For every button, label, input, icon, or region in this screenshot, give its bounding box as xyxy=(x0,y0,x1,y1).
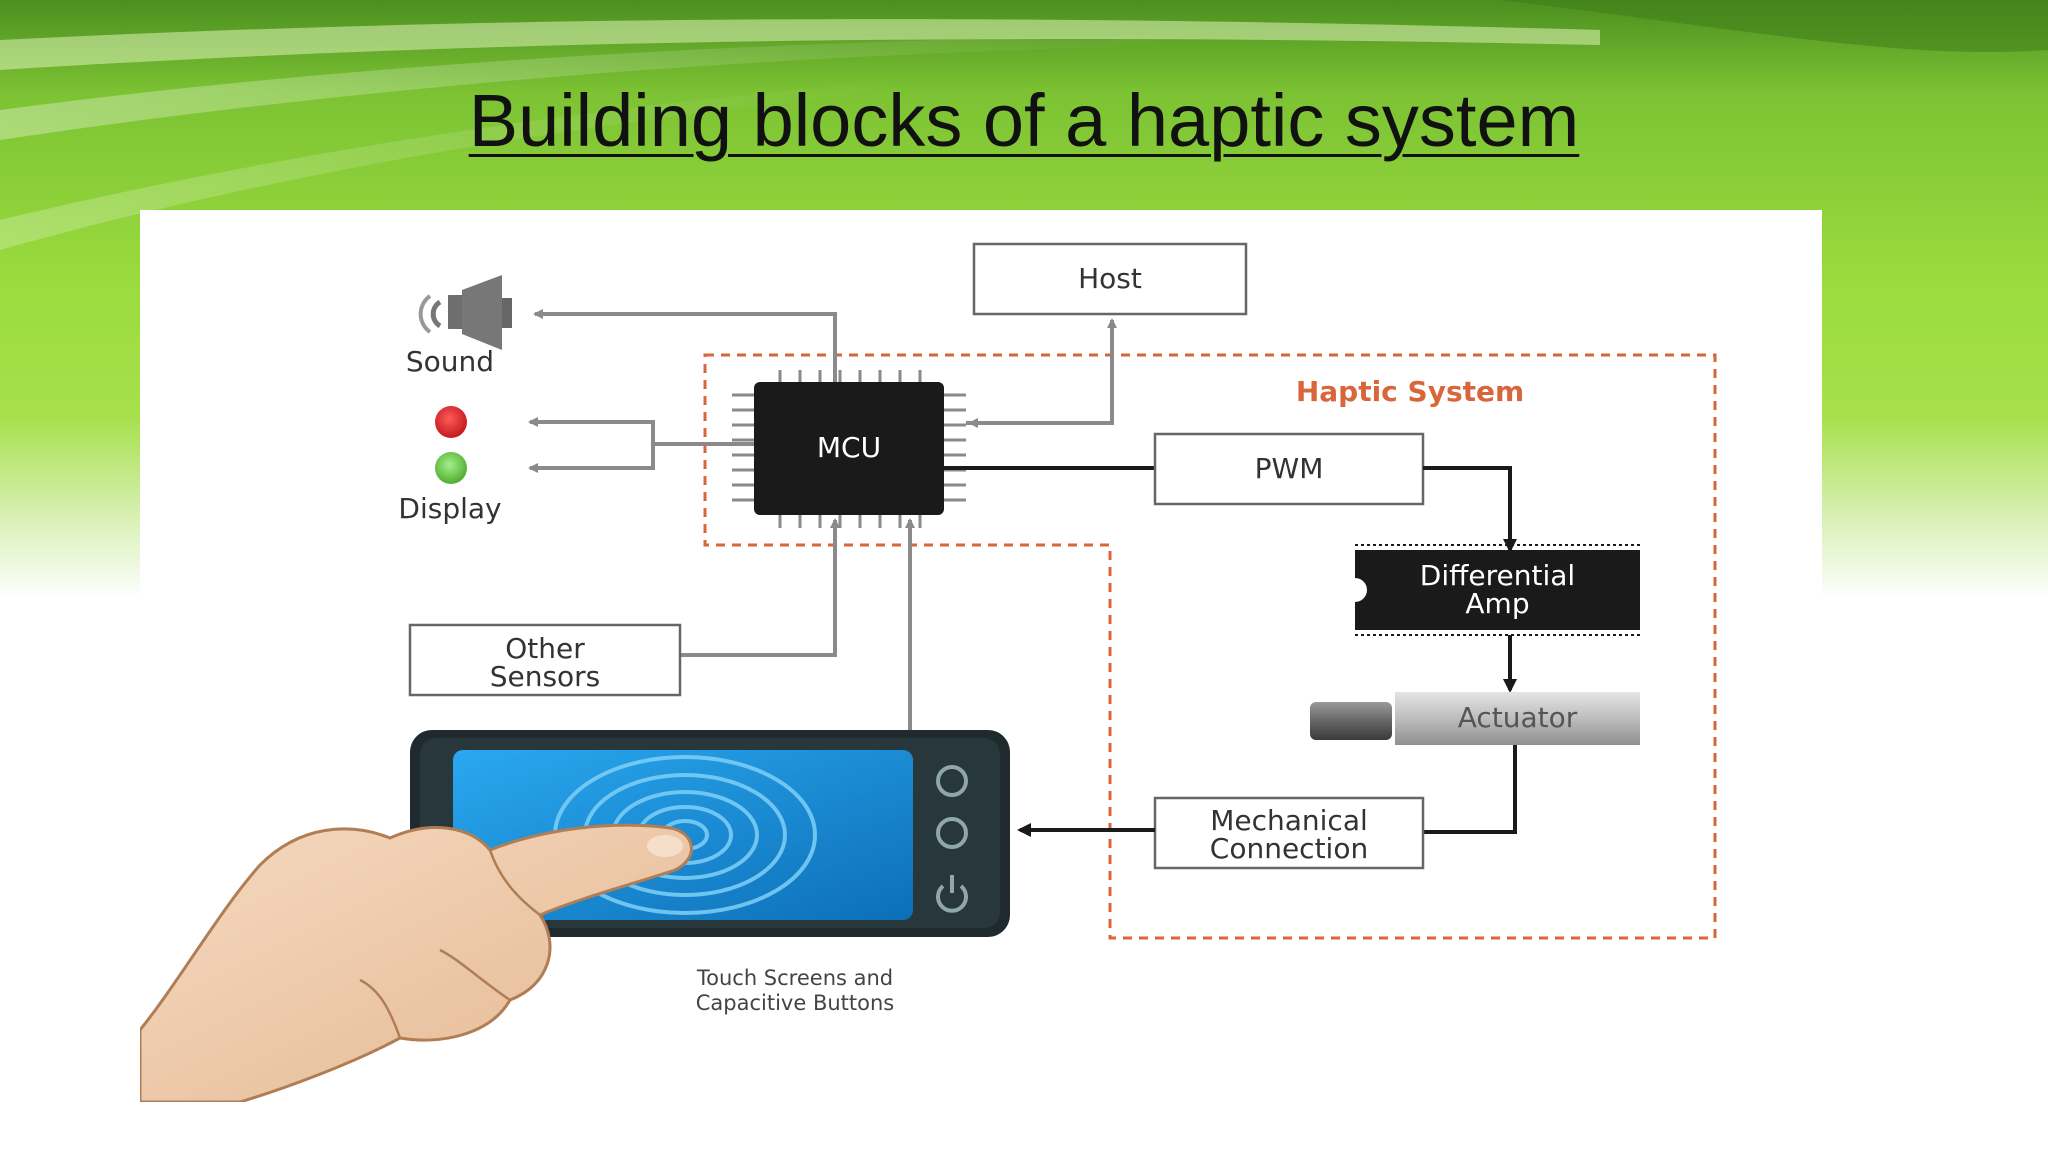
haptic-system-label: Haptic System xyxy=(1295,375,1525,408)
hand-illustration xyxy=(140,823,693,1102)
pwm-box xyxy=(1153,432,1425,506)
differential-amp-label: Differential Amp xyxy=(1355,562,1640,618)
mcu-chip xyxy=(754,382,944,515)
red-led xyxy=(435,406,467,438)
arrow-pwm-to-amp xyxy=(1423,466,1517,553)
differential-amp-line2: Amp xyxy=(1465,587,1530,620)
host-box xyxy=(972,242,1248,316)
arrow-mcu-to-host xyxy=(966,318,1117,425)
mechanical-connection-label: Mechanical Connection xyxy=(1155,807,1423,863)
pwm-label: PWM xyxy=(1254,452,1324,485)
touch-caption-line2: Capacitive Buttons xyxy=(695,991,895,1016)
arrow-sensors-to-mcu xyxy=(680,518,840,657)
host-label: Host xyxy=(1078,262,1142,295)
mechanical-connection-line2: Connection xyxy=(1209,832,1369,865)
other-sensors-label: Other Sensors xyxy=(410,635,680,691)
touch-button-icon-2 xyxy=(936,817,968,849)
other-sensors-line1: Other xyxy=(505,632,585,665)
mechanical-connection-box xyxy=(1153,796,1425,870)
mcu-label: MCU xyxy=(816,431,882,464)
green-led xyxy=(435,452,467,484)
haptic-system-boundary xyxy=(703,353,1717,940)
speaker-icon xyxy=(418,275,512,350)
touch-screens-caption: Touch Screens and Capacitive Buttons xyxy=(620,966,970,1016)
display-label: Display xyxy=(398,492,502,525)
haptic-system-diagram: Host Haptic System MCU PWM Differential … xyxy=(140,210,1822,1102)
other-sensors-line2: Sensors xyxy=(489,660,601,693)
actuator-plunger xyxy=(1310,702,1392,740)
differential-amp-block xyxy=(1355,550,1640,630)
line-actuator-to-mechanical xyxy=(1423,745,1517,834)
power-icon xyxy=(936,875,968,913)
diagram-drawing xyxy=(140,242,1717,1102)
touch-caption-line1: Touch Screens and xyxy=(696,966,894,990)
slide-title: Building blocks of a haptic system xyxy=(468,79,1580,162)
mechanical-connection-line1: Mechanical xyxy=(1210,804,1368,837)
differential-amp-line1: Differential xyxy=(1419,559,1576,592)
actuator-label: Actuator xyxy=(1457,701,1578,734)
actuator-body xyxy=(1395,692,1640,745)
touch-button-icon-1 xyxy=(936,765,968,797)
sound-label: Sound xyxy=(405,345,495,378)
other-sensors-box xyxy=(408,623,682,697)
arrow-mcu-to-sound xyxy=(533,309,837,382)
